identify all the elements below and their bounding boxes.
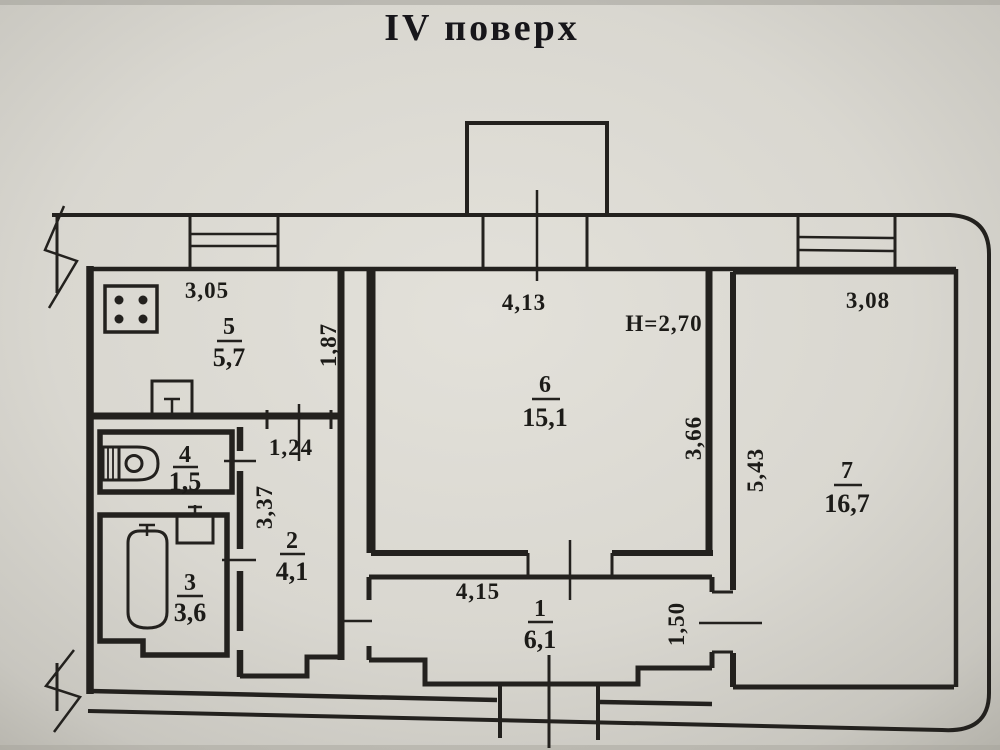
room5-area: 5,7 — [213, 343, 246, 372]
dim-room5-depth: 1,87 — [316, 323, 341, 367]
room3-area: 3,6 — [174, 598, 207, 627]
dim-room6-width: 4,13 — [502, 290, 546, 315]
room3-number: 3 — [184, 570, 196, 596]
interior-walls — [90, 269, 956, 690]
dim-room6-depth: 3,66 — [681, 416, 706, 460]
room7-area: 16,7 — [824, 489, 870, 518]
room1-label: 1 6,1 — [524, 596, 557, 654]
entrance-door-mark — [498, 655, 600, 748]
kitchen-sink-icon — [150, 379, 194, 416]
paper-bottom-edge — [0, 745, 1000, 750]
window-room5 — [188, 215, 280, 269]
ceiling-height: H=2,70 — [625, 311, 702, 336]
room4-label: 4 1,5 — [169, 442, 202, 496]
dim-room7-depth: 5,43 — [743, 448, 768, 492]
dim-room1-width: 4,15 — [456, 579, 500, 604]
dim-room2-door: 1,24 — [269, 435, 313, 460]
exterior-walls — [43, 205, 991, 733]
room7-label: 7 16,7 — [824, 458, 870, 518]
dim-room5-width: 3,05 — [185, 278, 229, 303]
wall-break-icon — [43, 205, 79, 309]
floor-title: IV поверх — [384, 7, 580, 49]
room2-area: 4,1 — [276, 557, 309, 586]
toilet-icon — [101, 445, 160, 482]
stove-icon — [103, 284, 159, 334]
bathtub-icon — [126, 523, 169, 630]
room4-area: 1,5 — [169, 467, 202, 496]
room1-area: 6,1 — [524, 625, 557, 654]
room2-number: 2 — [286, 528, 298, 554]
washbasin-icon — [175, 505, 215, 545]
balcony-door-window — [481, 215, 589, 269]
dim-room1-side: 1,50 — [664, 602, 689, 646]
room5-label: 5 5,7 — [213, 314, 246, 372]
room6-number: 6 — [539, 372, 551, 398]
room6-area: 15,1 — [522, 403, 568, 432]
room4-number: 4 — [179, 442, 191, 468]
paper-top-edge — [0, 0, 1000, 5]
window-room7 — [796, 216, 897, 270]
dim-room7-width: 3,08 — [846, 288, 890, 313]
wall-break-icon — [43, 649, 83, 733]
room2-label: 2 4,1 — [276, 528, 309, 586]
room1-number: 1 — [534, 596, 546, 622]
room6-label: 6 15,1 — [522, 372, 568, 432]
dim-room2-depth: 3,37 — [252, 485, 277, 529]
room5-number: 5 — [223, 314, 235, 340]
room3-label: 3 3,6 — [174, 570, 207, 627]
balcony-outline — [465, 121, 609, 281]
room7-number: 7 — [841, 458, 853, 484]
